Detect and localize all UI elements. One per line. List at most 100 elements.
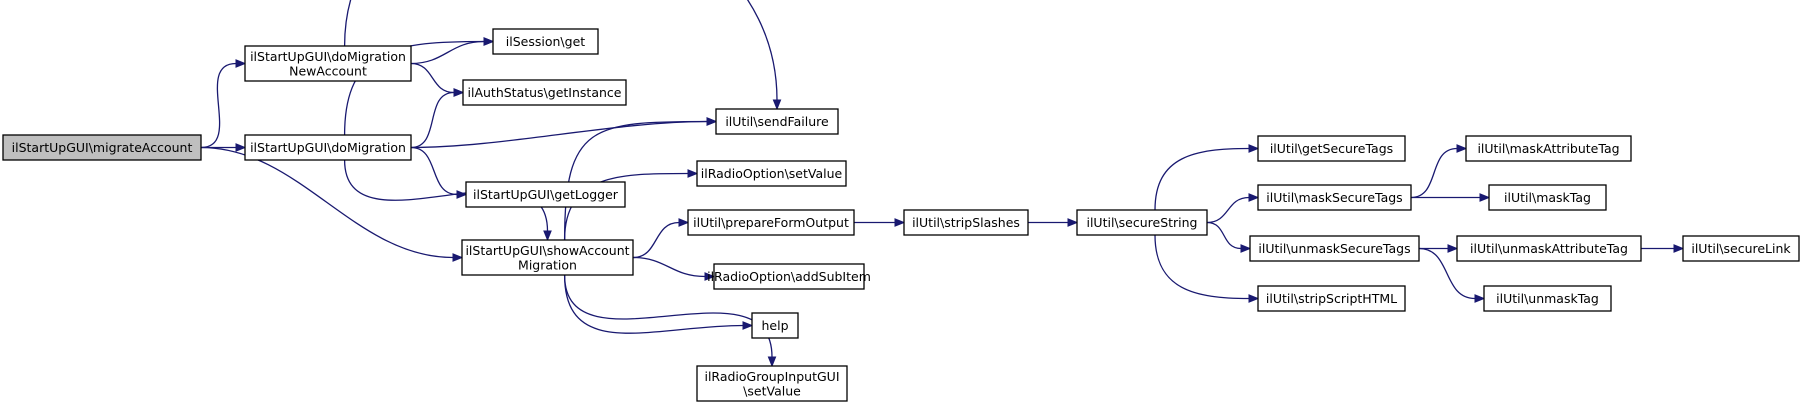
arrowhead-add-sub-item <box>704 272 716 281</box>
edge-secure-string-to-get-secure-tags <box>1154 147 1250 211</box>
node-strip-script-h-t-m-l[interactable]: ilUtil\stripScriptHTML <box>1257 285 1406 312</box>
node-strip-slashes[interactable]: ilUtil\stripSlashes <box>903 209 1029 236</box>
edge-unmask-secure-tags-to-unmask-tag <box>1418 247 1476 300</box>
node-box <box>713 263 865 290</box>
node-box <box>462 79 627 106</box>
node-box <box>1257 135 1406 162</box>
node-label: ilStartUpGUI\doMigration <box>250 140 406 155</box>
arrowhead-radio-option-set-value <box>687 169 699 178</box>
arrowhead-strip-slashes <box>894 218 906 227</box>
node-box <box>1257 184 1412 211</box>
node-mask-secure-tags[interactable]: ilUtil\maskSecureTags <box>1257 184 1412 211</box>
edge-do-migration-new-account-to-auth-status-get-instance <box>410 62 455 94</box>
node-label: ilStartUpGUI\doMigration <box>250 49 406 64</box>
node-box <box>1483 285 1612 312</box>
arrowhead-secure-link <box>1673 244 1685 253</box>
node-label: ilUtil\unmaskTag <box>1496 291 1599 306</box>
arrowhead-mask-secure-tags <box>1248 193 1260 202</box>
node-label: ilRadioOption\addSubItem <box>707 269 871 284</box>
node-mask-tag[interactable]: ilUtil\maskTag <box>1488 184 1607 211</box>
node-session-get[interactable]: ilSession\get <box>492 28 599 55</box>
arrowhead-do-migration-new-account <box>235 59 247 68</box>
node-box <box>492 28 599 55</box>
node-box <box>1076 209 1208 236</box>
node-label: ilRadioOption\setValue <box>701 166 843 181</box>
edge-mask-secure-tags-to-mask-attribute-tag <box>1410 147 1458 199</box>
node-box <box>1456 235 1642 262</box>
edge-do-migration-new-account-to-send-failure <box>343 0 778 101</box>
node-prepare-form-output[interactable]: ilUtil\prepareFormOutput <box>687 209 855 236</box>
node-label: ilUtil\stripSlashes <box>912 215 1020 230</box>
node-label: ilSession\get <box>506 34 585 49</box>
nodes-layer: ilStartUpGUI\migrateAccountilStartUpGUI\… <box>2 28 1800 402</box>
arrowhead-mask-tag <box>1479 193 1491 202</box>
node-box <box>687 209 855 236</box>
node-radio-option-set-value[interactable]: ilRadioOption\setValue <box>696 160 847 187</box>
node-box <box>903 209 1029 236</box>
arrowhead-unmask-tag <box>1474 294 1486 303</box>
node-unmask-attribute-tag[interactable]: ilUtil\unmaskAttributeTag <box>1456 235 1642 262</box>
node-label: help <box>761 318 788 333</box>
node-help[interactable]: help <box>751 312 799 339</box>
node-get-logger[interactable]: ilStartUpGUI\getLogger <box>465 181 626 208</box>
node-label: ilUtil\unmaskAttributeTag <box>1470 241 1628 256</box>
edge-secure-string-to-mask-secure-tags <box>1206 196 1250 224</box>
node-box <box>244 134 412 161</box>
node-label: ilUtil\secureString <box>1086 215 1197 230</box>
node-box <box>244 45 412 82</box>
node-box <box>696 365 848 402</box>
node-label: ilUtil\stripScriptHTML <box>1266 291 1397 306</box>
node-unmask-secure-tags[interactable]: ilUtil\unmaskSecureTags <box>1249 235 1420 262</box>
node-secure-string[interactable]: ilUtil\secureString <box>1076 209 1208 236</box>
arrowhead-show-account-migration <box>452 253 464 262</box>
edge-show-account-migration-to-help <box>563 274 744 334</box>
node-label: \setValue <box>743 383 801 398</box>
edges-layer <box>200 0 1685 368</box>
node-auth-status-get-instance[interactable]: ilAuthStatus\getInstance <box>462 79 627 106</box>
edge-show-account-migration-to-add-sub-item <box>632 256 706 278</box>
node-box <box>1249 235 1420 262</box>
node-send-failure[interactable]: ilUtil\sendFailure <box>715 108 839 135</box>
node-label: ilUtil\secureLink <box>1691 241 1791 256</box>
edge-migrate-account-to-show-account-migration <box>200 146 454 259</box>
node-label: ilUtil\maskSecureTags <box>1266 190 1402 205</box>
node-get-secure-tags[interactable]: ilUtil\getSecureTags <box>1257 135 1406 162</box>
arrowhead-unmask-attribute-tag <box>1447 244 1459 253</box>
node-label: ilUtil\sendFailure <box>725 114 829 129</box>
node-radio-group-set-value[interactable]: ilRadioGroupInputGUI\setValue <box>696 365 848 402</box>
arrowhead-unmask-secure-tags <box>1240 244 1252 253</box>
node-box <box>715 108 839 135</box>
node-box <box>696 160 847 187</box>
node-label: ilUtil\maskTag <box>1504 190 1591 205</box>
arrowhead-help <box>742 321 754 330</box>
node-label: ilUtil\getSecureTags <box>1270 141 1393 156</box>
node-secure-link[interactable]: ilUtil\secureLink <box>1682 235 1800 262</box>
node-box <box>1682 235 1800 262</box>
node-add-sub-item[interactable]: ilRadioOption\addSubItem <box>707 263 871 290</box>
edge-do-migration-to-get-logger <box>410 146 458 196</box>
node-label: NewAccount <box>289 63 367 78</box>
node-box <box>461 239 634 276</box>
node-box <box>1488 184 1607 211</box>
node-do-migration[interactable]: ilStartUpGUI\doMigration <box>244 134 412 161</box>
node-box <box>1465 135 1632 162</box>
node-label: ilUtil\unmaskSecureTags <box>1258 241 1410 256</box>
arrowhead-radio-group-set-value <box>767 356 777 368</box>
node-mask-attribute-tag[interactable]: ilUtil\maskAttributeTag <box>1465 135 1632 162</box>
node-box <box>1257 285 1406 312</box>
arrowhead-send-failure <box>772 99 782 111</box>
arrowhead-send-failure <box>706 117 718 126</box>
edge-secure-string-to-strip-script-h-t-m-l <box>1154 234 1250 300</box>
arrowhead-do-migration <box>235 143 247 152</box>
arrowhead-secure-string <box>1067 218 1079 227</box>
node-unmask-tag[interactable]: ilUtil\unmaskTag <box>1483 285 1612 312</box>
arrowhead-auth-status-get-instance <box>453 88 465 97</box>
node-label: ilAuthStatus\getInstance <box>468 85 622 100</box>
edge-do-migration-to-auth-status-get-instance <box>410 91 455 149</box>
arrowhead-show-account-migration <box>543 230 552 242</box>
arrowhead-strip-script-h-t-m-l <box>1248 294 1260 303</box>
node-label: ilStartUpGUI\getLogger <box>473 187 619 202</box>
